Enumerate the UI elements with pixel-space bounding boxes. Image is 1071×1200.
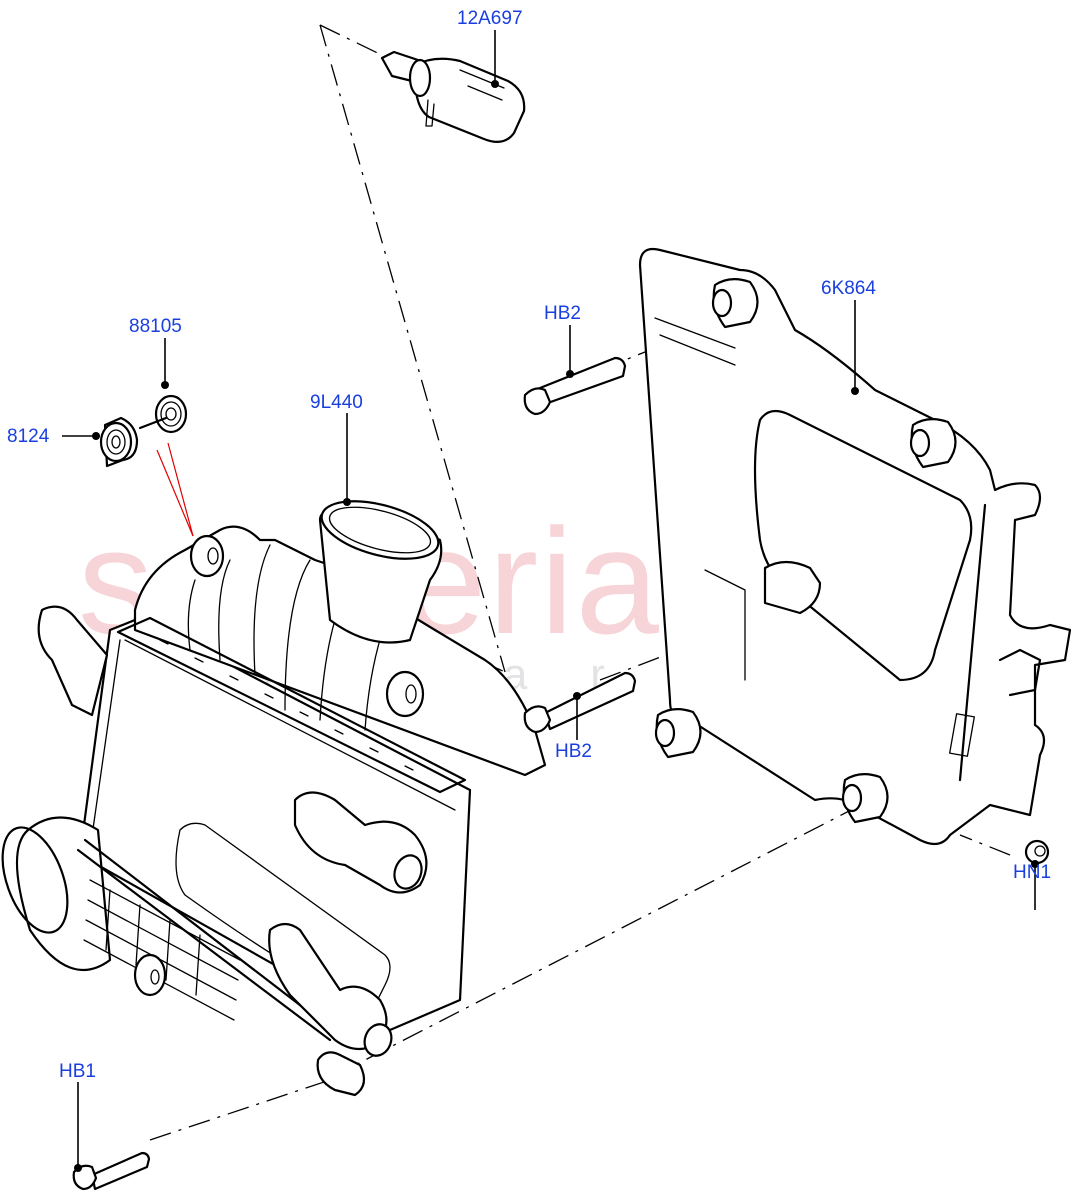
washer-88105 <box>154 394 188 434</box>
callout-6K864[interactable]: 6K864 <box>821 278 876 299</box>
bolt-HB1 <box>72 1151 151 1191</box>
bolt-HB2-upper <box>523 356 627 416</box>
callout-HN1[interactable]: HN1 <box>1013 862 1052 883</box>
nut-HN1 <box>1024 839 1050 865</box>
callout-HB2-middle[interactable]: HB2 <box>555 741 592 762</box>
sensor-12A697 <box>380 50 526 144</box>
callout-88105[interactable]: 88105 <box>129 316 182 337</box>
bracket-bushings <box>654 278 957 824</box>
callout-HB1[interactable]: HB1 <box>59 1061 96 1082</box>
callout-12A697[interactable]: 12A697 <box>457 8 523 29</box>
bolt-HB2-middle <box>523 671 637 734</box>
leader-lines <box>62 30 1039 1172</box>
bush-8124 <box>99 416 139 468</box>
intercooler-9L440 <box>1 500 547 1097</box>
callout-HB2-upper[interactable]: HB2 <box>544 303 581 324</box>
callout-9L440[interactable]: 9L440 <box>310 392 363 413</box>
bracket-6K864 <box>638 247 1071 846</box>
callout-8124[interactable]: 8124 <box>7 426 50 447</box>
red-locator-lines <box>156 442 194 537</box>
